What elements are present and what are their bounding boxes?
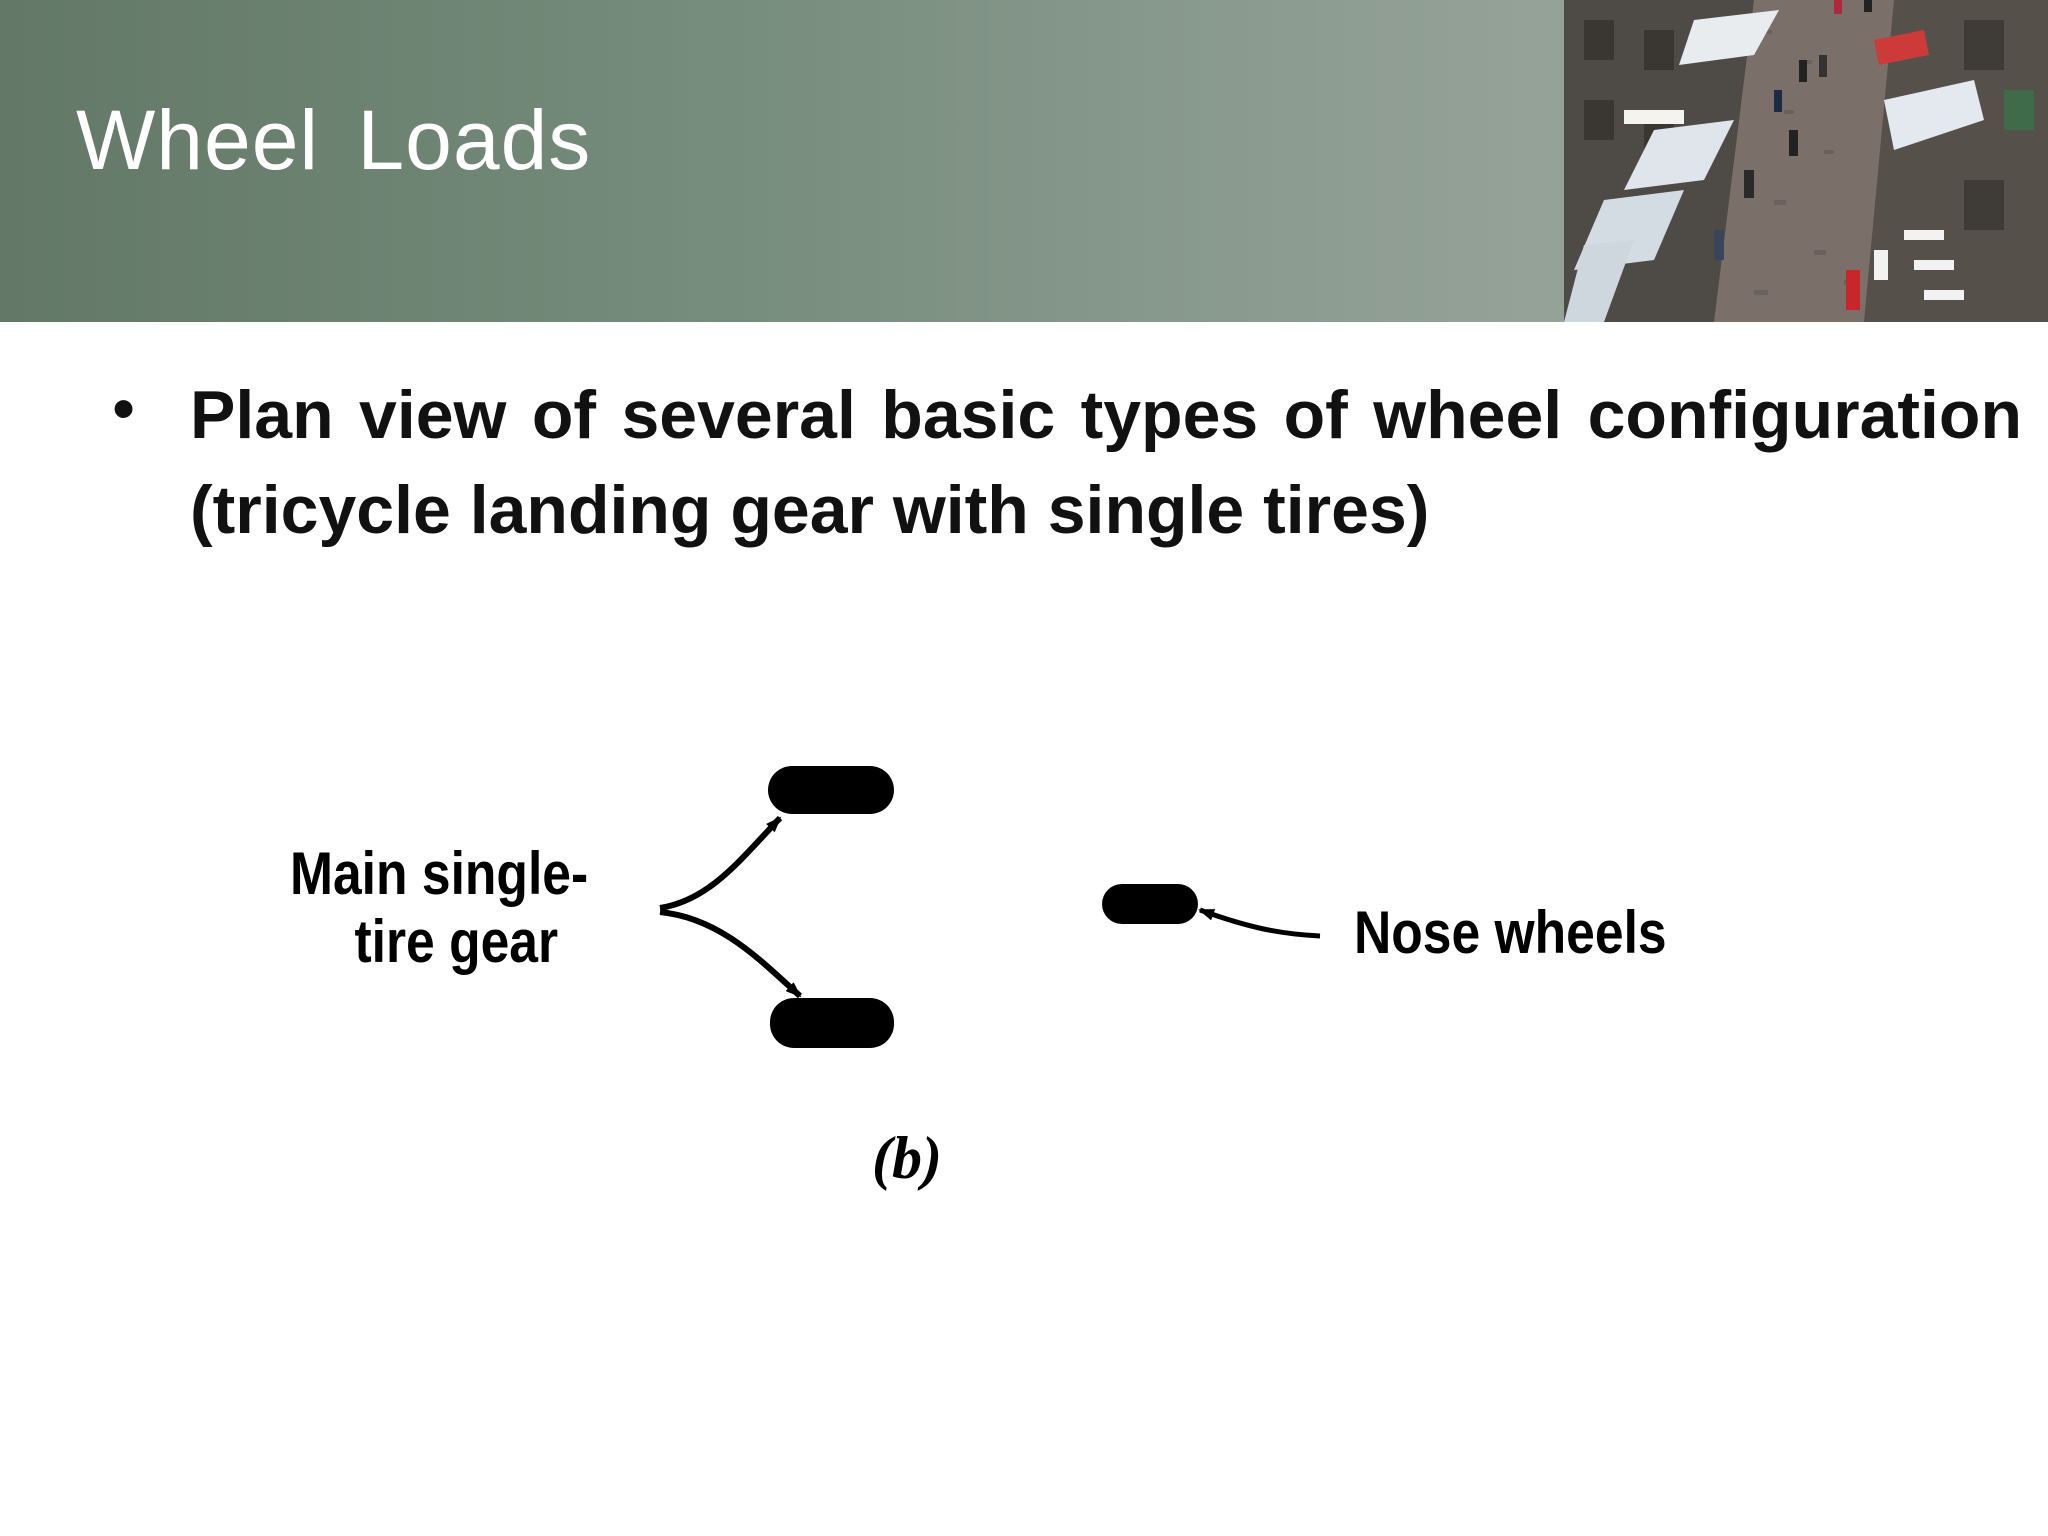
nose-wheel-tire xyxy=(1102,884,1198,924)
main-gear-label: Main single- tire gear xyxy=(290,840,588,976)
slide-title: Wheel Loads xyxy=(76,93,592,187)
wheel-configuration-figure: Main single- tire gear Nose wheels (b) xyxy=(0,700,2048,1260)
header-street-photo xyxy=(1564,0,2048,322)
arrow-to-nose-wheel xyxy=(1198,907,1321,939)
main-gear-label-line1: Main single- xyxy=(290,840,589,907)
figure-drawing xyxy=(659,766,1321,1048)
main-gear-label-line2: tire gear xyxy=(354,908,559,975)
figure-caption: (b) xyxy=(872,1125,942,1191)
main-gear-tire-lower xyxy=(770,998,894,1048)
arrow-to-upper-tire xyxy=(659,815,783,911)
street-photo-image xyxy=(1564,0,2048,322)
main-gear-tire-upper xyxy=(768,766,894,814)
nose-wheels-label: Nose wheels xyxy=(1354,899,1667,966)
arrow-to-lower-tire xyxy=(659,909,803,999)
bullet-marker: • xyxy=(112,371,136,445)
bullet-text: Plan view of several basic types of whee… xyxy=(190,377,2022,548)
